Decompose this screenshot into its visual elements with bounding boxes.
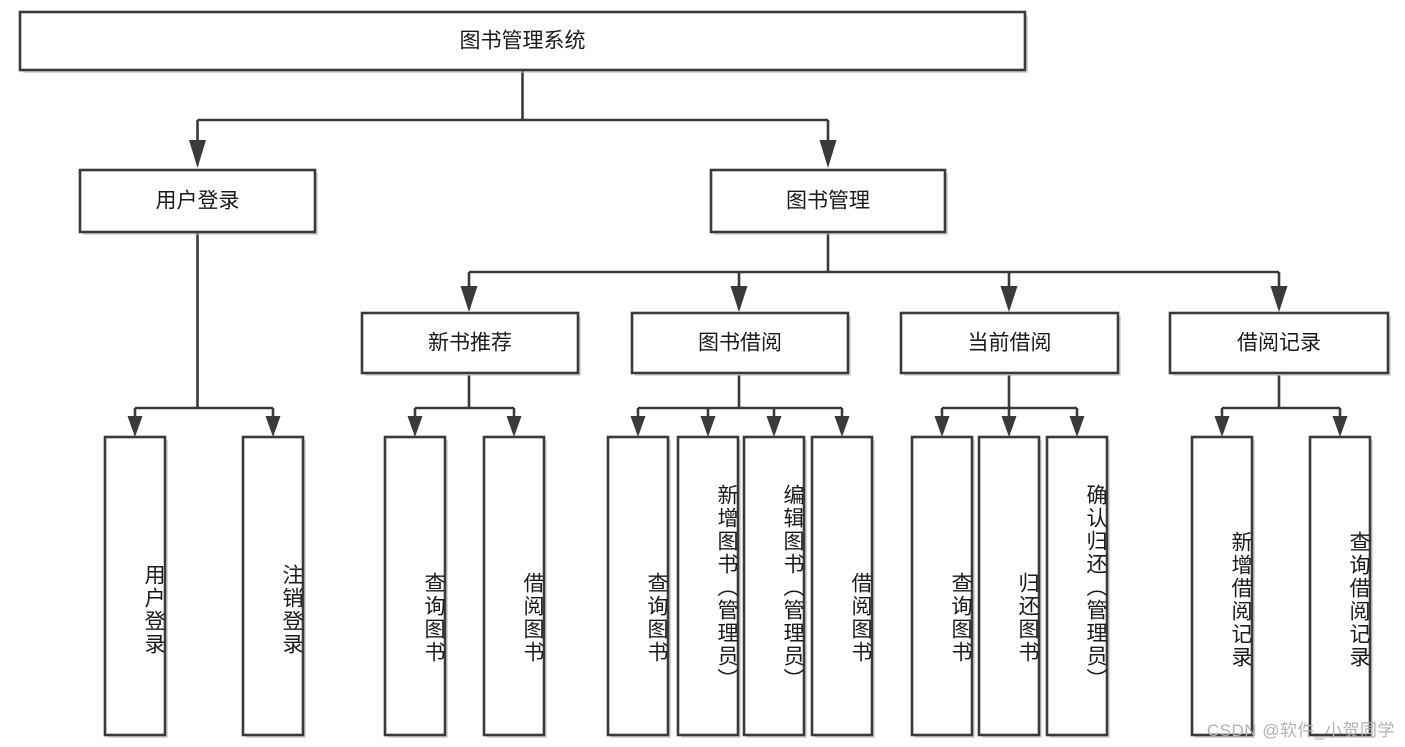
node-user-login-box[interactable] [78,168,317,234]
leaf-box-bb-3[interactable] [742,435,806,737]
watermark-text: CSDN @软件_小贺同学 [1206,721,1395,740]
node-user-login[interactable]: 用户登录 [78,168,318,235]
node-book-management-box[interactable] [709,168,947,234]
arrow-head-leaf-nb-1 [407,416,423,437]
arrow-head-borrow-record [1270,286,1288,312]
arrow-head-new-book [460,286,478,312]
leaf-box-cb-2[interactable] [977,435,1041,737]
connector-group-root [189,70,837,168]
arrow-head-leaf-bb-2 [700,416,716,437]
leaf-boxes-user-login [103,435,306,738]
arrow-head-current-borrow [1000,286,1018,312]
node-book-management[interactable]: 图书管理 [709,168,948,235]
connector-group-borrow-record-leaves [1214,375,1348,437]
node-root[interactable]: 图书管理系统 [18,10,1028,73]
arrow-head-leaf-cb-1 [934,416,950,437]
node-current-borrow-label: 当前借阅 [968,332,1052,355]
node-borrow-record-label: 借阅记录 [1237,332,1321,355]
node-book-borrow[interactable]: 图书借阅 [630,311,851,376]
leaf-boxes-borrow-record [1190,435,1373,738]
leaf-boxes-book-borrow [606,435,875,738]
arrow-head-leaf-bb-4 [834,416,850,437]
leaf-boxes-current-borrow [910,435,1110,738]
leaf-box-nb-1[interactable] [383,435,447,737]
node-new-book-recommend-box[interactable] [360,311,580,375]
node-user-login-label: 用户登录 [156,190,240,213]
connector-group-current-borrow-leaves [934,375,1085,437]
leaf-box-cb-3[interactable] [1045,435,1109,737]
leaf-box-bb-2[interactable] [676,435,740,737]
arrow-head-book-borrow [730,286,748,312]
connector-group-book-mgmt [460,232,1288,312]
leaf-box-cb-1[interactable] [910,435,974,737]
node-root-label: 图书管理系统 [460,30,586,53]
leaf-box-logout[interactable] [241,435,305,737]
node-new-book-recommend-label: 新书推荐 [428,332,512,355]
arrow-head-leaf-br-2 [1332,416,1348,437]
node-current-borrow-box[interactable] [899,311,1120,375]
leaf-box-nb-2[interactable] [482,435,546,737]
node-borrow-record-box[interactable] [1168,311,1390,375]
node-book-borrow-label: 图书借阅 [698,332,782,355]
arrow-head-leaf-nb-2 [506,416,522,437]
arrow-head-leaf-br-1 [1214,416,1230,437]
node-new-book-recommend[interactable]: 新书推荐 [360,311,581,376]
leaf-boxes-new-book [383,435,547,738]
node-book-borrow-box[interactable] [630,311,850,375]
leaf-box-bb-1[interactable] [606,435,670,737]
arrow-head-leaf-bb-1 [630,416,646,437]
node-root-box[interactable] [18,10,1027,72]
node-current-borrow[interactable]: 当前借阅 [899,311,1121,376]
arrow-head-leaf-bb-3 [766,416,782,437]
arrow-head-leaf-user-login [127,416,143,437]
arrow-head-leaf-cb-3 [1069,416,1085,437]
leaf-box-br-1[interactable] [1190,435,1254,737]
leaf-box-user-login[interactable] [103,435,167,737]
connector-group-user-login-leaves [127,232,281,437]
leaf-box-br-2[interactable] [1308,435,1372,737]
arrow-head-leaf-logout [265,416,281,437]
arrow-head-leaf-cb-2 [1001,416,1017,437]
connector-group-book-borrow-leaves [630,375,850,437]
arrow-head-user-login [189,140,206,168]
leaf-box-bb-4[interactable] [810,435,874,737]
node-book-management-label: 图书管理 [786,190,870,213]
arrow-head-book-mgmt [819,140,837,168]
connector-group-new-book-leaves [407,375,522,437]
node-borrow-record[interactable]: 借阅记录 [1168,311,1391,376]
